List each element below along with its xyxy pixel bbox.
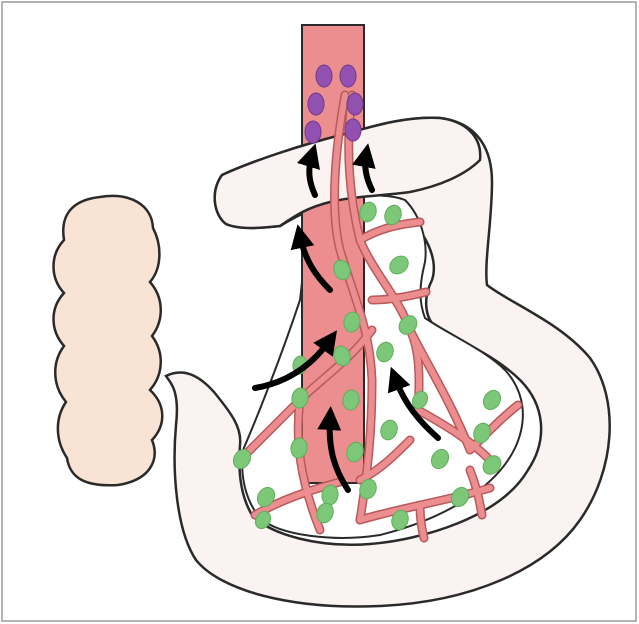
- purple-dot: [347, 93, 363, 115]
- purple-dot: [345, 119, 361, 141]
- purple-dot: [316, 65, 332, 87]
- purple-dot: [340, 65, 356, 87]
- colon: [54, 196, 163, 485]
- purple-dot: [308, 93, 324, 115]
- purple-dot: [305, 121, 321, 143]
